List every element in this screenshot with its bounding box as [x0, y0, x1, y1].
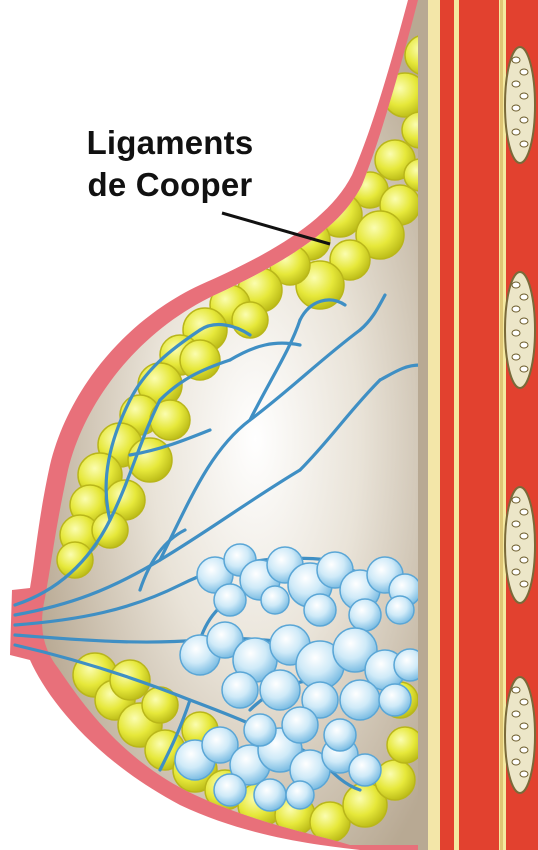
- label-ligaments: Ligaments: [40, 124, 300, 162]
- label-de-cooper: de Cooper: [40, 166, 300, 204]
